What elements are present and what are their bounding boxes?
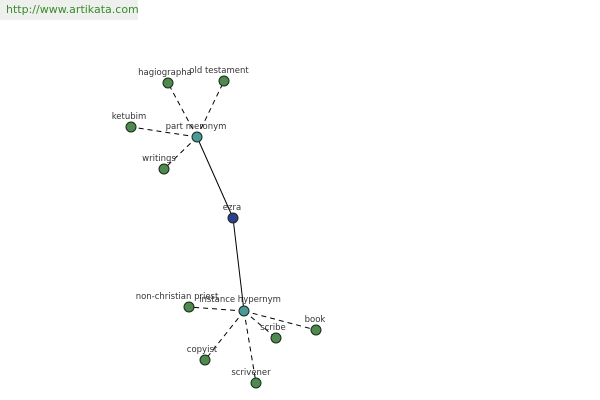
node-copyist-label[interactable]: copyist — [187, 345, 218, 355]
edge-part-meronym-hagiographa — [167, 82, 198, 138]
node-ezra-label[interactable]: ezra — [223, 203, 241, 213]
edge-instance-hypernym-copyist — [204, 310, 245, 361]
node-book-label[interactable]: book — [305, 315, 326, 325]
node-ketubim[interactable]: ketubim — [112, 112, 147, 133]
edge-instance-hypernym-scribe — [243, 310, 277, 339]
node-old-testament-label[interactable]: old testament — [189, 66, 249, 76]
edge-instance-hypernym-non-christian-priest — [188, 306, 245, 312]
edge-ezra-part-meronym — [196, 136, 234, 219]
node-instance-hypernym-dot[interactable] — [238, 305, 250, 317]
node-non-christian-priest-dot[interactable] — [183, 301, 195, 313]
node-scribe-label[interactable]: scribe — [260, 323, 286, 333]
node-scrivener-label[interactable]: scrivener — [231, 368, 271, 378]
node-hagiographa-dot[interactable] — [162, 77, 174, 89]
node-part-meronym-label[interactable]: part meronym — [166, 122, 227, 132]
edge-part-meronym-old-testament — [196, 80, 225, 138]
node-instance-hypernym[interactable]: instance hypernym — [199, 295, 281, 317]
edge-instance-hypernym-scrivener — [243, 310, 257, 384]
node-ketubim-label[interactable]: ketubim — [112, 112, 147, 122]
node-scribe[interactable]: scribe — [260, 323, 286, 344]
node-copyist-dot[interactable] — [199, 354, 211, 366]
node-non-christian-priest-label[interactable]: non-christian priest — [136, 292, 219, 302]
node-scribe-dot[interactable] — [270, 332, 282, 344]
node-scrivener[interactable]: scrivener — [231, 368, 271, 389]
node-ezra[interactable]: ezra — [223, 203, 241, 224]
edge-instance-hypernym-book — [243, 310, 317, 331]
node-book[interactable]: book — [305, 315, 326, 336]
node-part-meronym[interactable]: part meronym — [166, 122, 227, 143]
source-link[interactable]: http://www.artikata.com — [0, 0, 139, 20]
node-old-testament-dot[interactable] — [218, 75, 230, 87]
node-non-christian-priest[interactable]: non-christian priest — [136, 292, 219, 313]
node-hagiographa-label[interactable]: hagiographa — [138, 68, 192, 78]
node-copyist[interactable]: copyist — [187, 345, 218, 366]
edge-part-meronym-writings — [163, 136, 198, 170]
node-ezra-dot[interactable] — [227, 212, 239, 224]
node-scrivener-dot[interactable] — [250, 377, 262, 389]
node-writings[interactable]: writings — [142, 154, 176, 175]
node-book-dot[interactable] — [310, 324, 322, 336]
edge-part-meronym-ketubim — [130, 126, 198, 138]
node-ketubim-dot[interactable] — [125, 121, 137, 133]
node-writings-label[interactable]: writings — [142, 154, 176, 164]
node-hagiographa[interactable]: hagiographa — [138, 68, 192, 89]
edge-ezra-instance-hypernym — [232, 217, 245, 312]
node-part-meronym-dot[interactable] — [191, 131, 203, 143]
node-writings-dot[interactable] — [158, 163, 170, 175]
node-old-testament[interactable]: old testament — [189, 66, 249, 87]
node-instance-hypernym-label[interactable]: instance hypernym — [199, 295, 281, 305]
